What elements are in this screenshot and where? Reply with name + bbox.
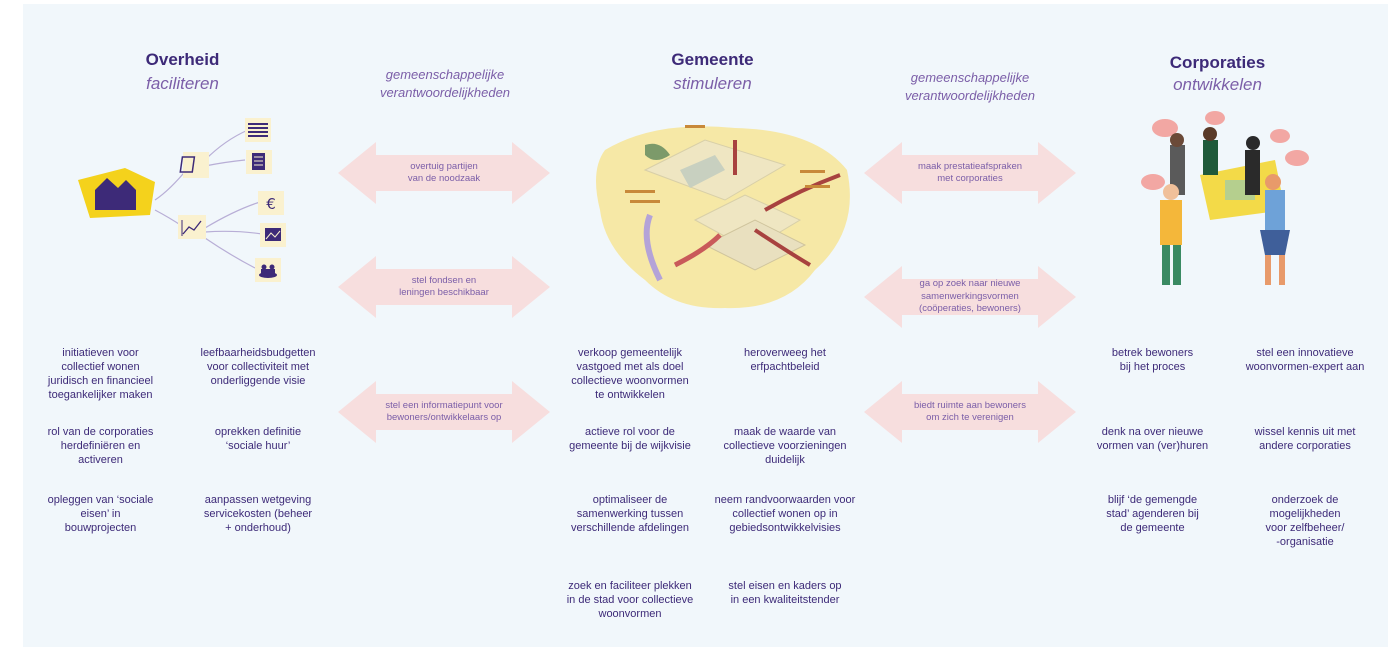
corporaties-note: denk na over nieuwe vormen van (ver)hure… — [1096, 426, 1209, 453]
overheid-note: aanpassen wetgeving servicekosten (behee… — [203, 494, 313, 535]
double-arrow-icon — [864, 381, 1076, 443]
gemeente-subtitle: stimuleren — [673, 74, 752, 93]
gemeente-note: heroverweeg het erfpachtbeleid — [744, 347, 826, 374]
overheid-note: rol van de corporaties herdefiniëren en … — [47, 426, 154, 467]
corporaties-note: blijf ‘de gemengde stad’ agenderen bij d… — [1106, 494, 1199, 535]
corporaties-note: stel een innovatieve woonvormen-expert a… — [1245, 347, 1365, 374]
corporaties-title: Corporaties — [1169, 53, 1266, 72]
arrow-label: stel fondsen en leningen beschikbaar — [399, 274, 489, 298]
corporaties-subtitle: ontwikkelen — [1173, 75, 1262, 94]
image-icon — [260, 223, 286, 247]
arrow-left-2: stel fondsen en leningen beschikbaar — [338, 256, 550, 318]
shared-responsibilities-left: gemeenschappelijke verantwoordelijkheden — [379, 67, 511, 100]
gemeente-title: Gemeente — [671, 50, 754, 69]
arrow-label: maak prestatieafspraken met corporaties — [917, 160, 1023, 184]
people-icon — [255, 258, 281, 282]
gemeente-note: neem randvoorwaarden voor collectief won… — [714, 494, 856, 535]
double-arrow-icon — [864, 142, 1076, 204]
stack-icon — [245, 118, 271, 142]
arrow-left-3: stel een informatiepunt voor bewoners/on… — [338, 381, 550, 443]
overheid-subtitle: faciliteren — [146, 74, 219, 93]
overheid-note: oprekken definitie ‘sociale huur’ — [214, 426, 302, 453]
gemeente-note: stel eisen en kaders op in een kwaliteit… — [728, 580, 842, 607]
arrow-label: overtuig partijen van de noodzaak — [407, 160, 481, 184]
overheid-note: initiatieven voor collectief wonen jurid… — [47, 347, 154, 402]
gemeente-note: optimaliseer de samenwerking tussen vers… — [570, 494, 690, 535]
people-illustration — [1141, 111, 1309, 285]
overheid-note: leefbaarheidsbudgetten voor collectivite… — [200, 347, 316, 388]
arrow-right-1: maak prestatieafspraken met corporaties — [864, 142, 1076, 204]
houses-icon — [78, 168, 155, 218]
double-arrow-icon — [338, 142, 550, 204]
overheid-illustration: € — [78, 118, 286, 282]
diagram-canvas — [23, 4, 1388, 647]
corporaties-note: onderzoek de mogelijkheden voor zelfbehe… — [1265, 494, 1345, 549]
corporaties-note: wissel kennis uit met andere corporaties — [1254, 426, 1356, 453]
double-arrow-icon — [338, 256, 550, 318]
gemeente-note: zoek en faciliteer plekken in de stad vo… — [566, 580, 694, 621]
euro-icon: € — [258, 191, 284, 215]
gemeente-note: verkoop gemeentelijk vastgoed met als do… — [571, 347, 689, 402]
corporaties-note: betrek bewoners bij het proces — [1111, 347, 1194, 374]
chart-icon — [178, 215, 206, 239]
gemeente-note: maak de waarde van collectieve voorzieni… — [723, 426, 847, 467]
city-illustration — [596, 125, 850, 309]
svg-text:€: € — [266, 195, 276, 213]
tablet-icon — [179, 152, 209, 178]
arrow-right-3: biedt ruimte aan bewoners om zich te ver… — [864, 381, 1076, 443]
overheid-note: opleggen van ‘sociale eisen’ in bouwproj… — [47, 494, 154, 535]
double-arrow-icon — [864, 266, 1076, 328]
arrow-label: ga op zoek naar nieuwe samenwerkingsvorm… — [919, 278, 1021, 315]
shared-responsibilities-right: gemeenschappelijke verantwoordelijkheden — [904, 70, 1036, 103]
arrow-label: biedt ruimte aan bewoners om zich te ver… — [914, 399, 1026, 423]
arrow-right-2: ga op zoek naar nieuwe samenwerkingsvorm… — [864, 266, 1076, 328]
gemeente-note: actieve rol voor de gemeente bij de wijk… — [569, 426, 691, 453]
document-icon — [246, 150, 272, 174]
double-arrow-icon — [338, 381, 550, 443]
overheid-title: Overheid — [145, 50, 220, 69]
arrow-left-1: overtuig partijen van de noodzaak — [338, 142, 550, 204]
arrow-label: stel een informatiepunt voor bewoners/on… — [385, 399, 503, 423]
